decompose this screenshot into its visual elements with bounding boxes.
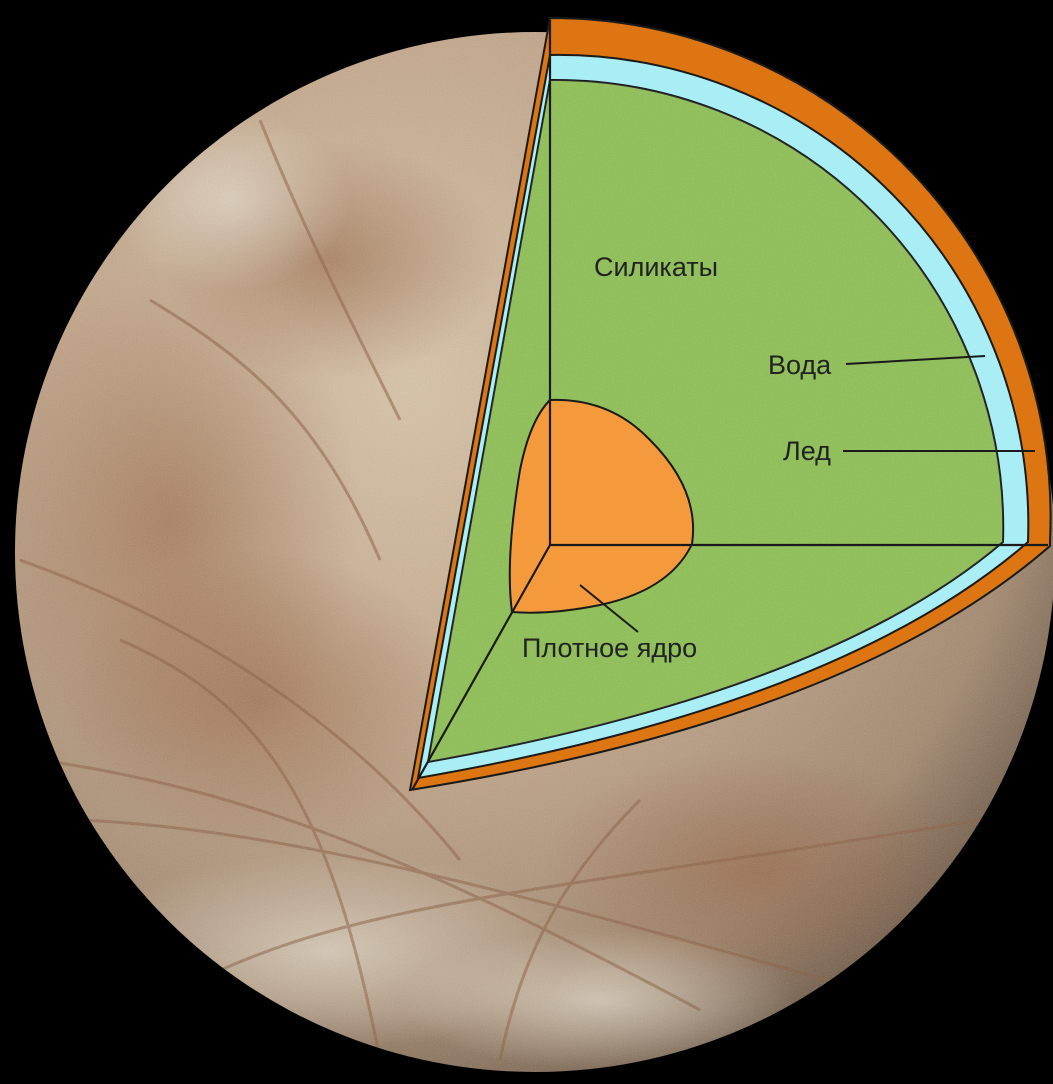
label-ice: Лед: [783, 436, 831, 466]
label-water: Вода: [768, 350, 832, 380]
label-silicates: Силикаты: [594, 252, 718, 282]
label-core: Плотное ядро: [522, 633, 697, 663]
